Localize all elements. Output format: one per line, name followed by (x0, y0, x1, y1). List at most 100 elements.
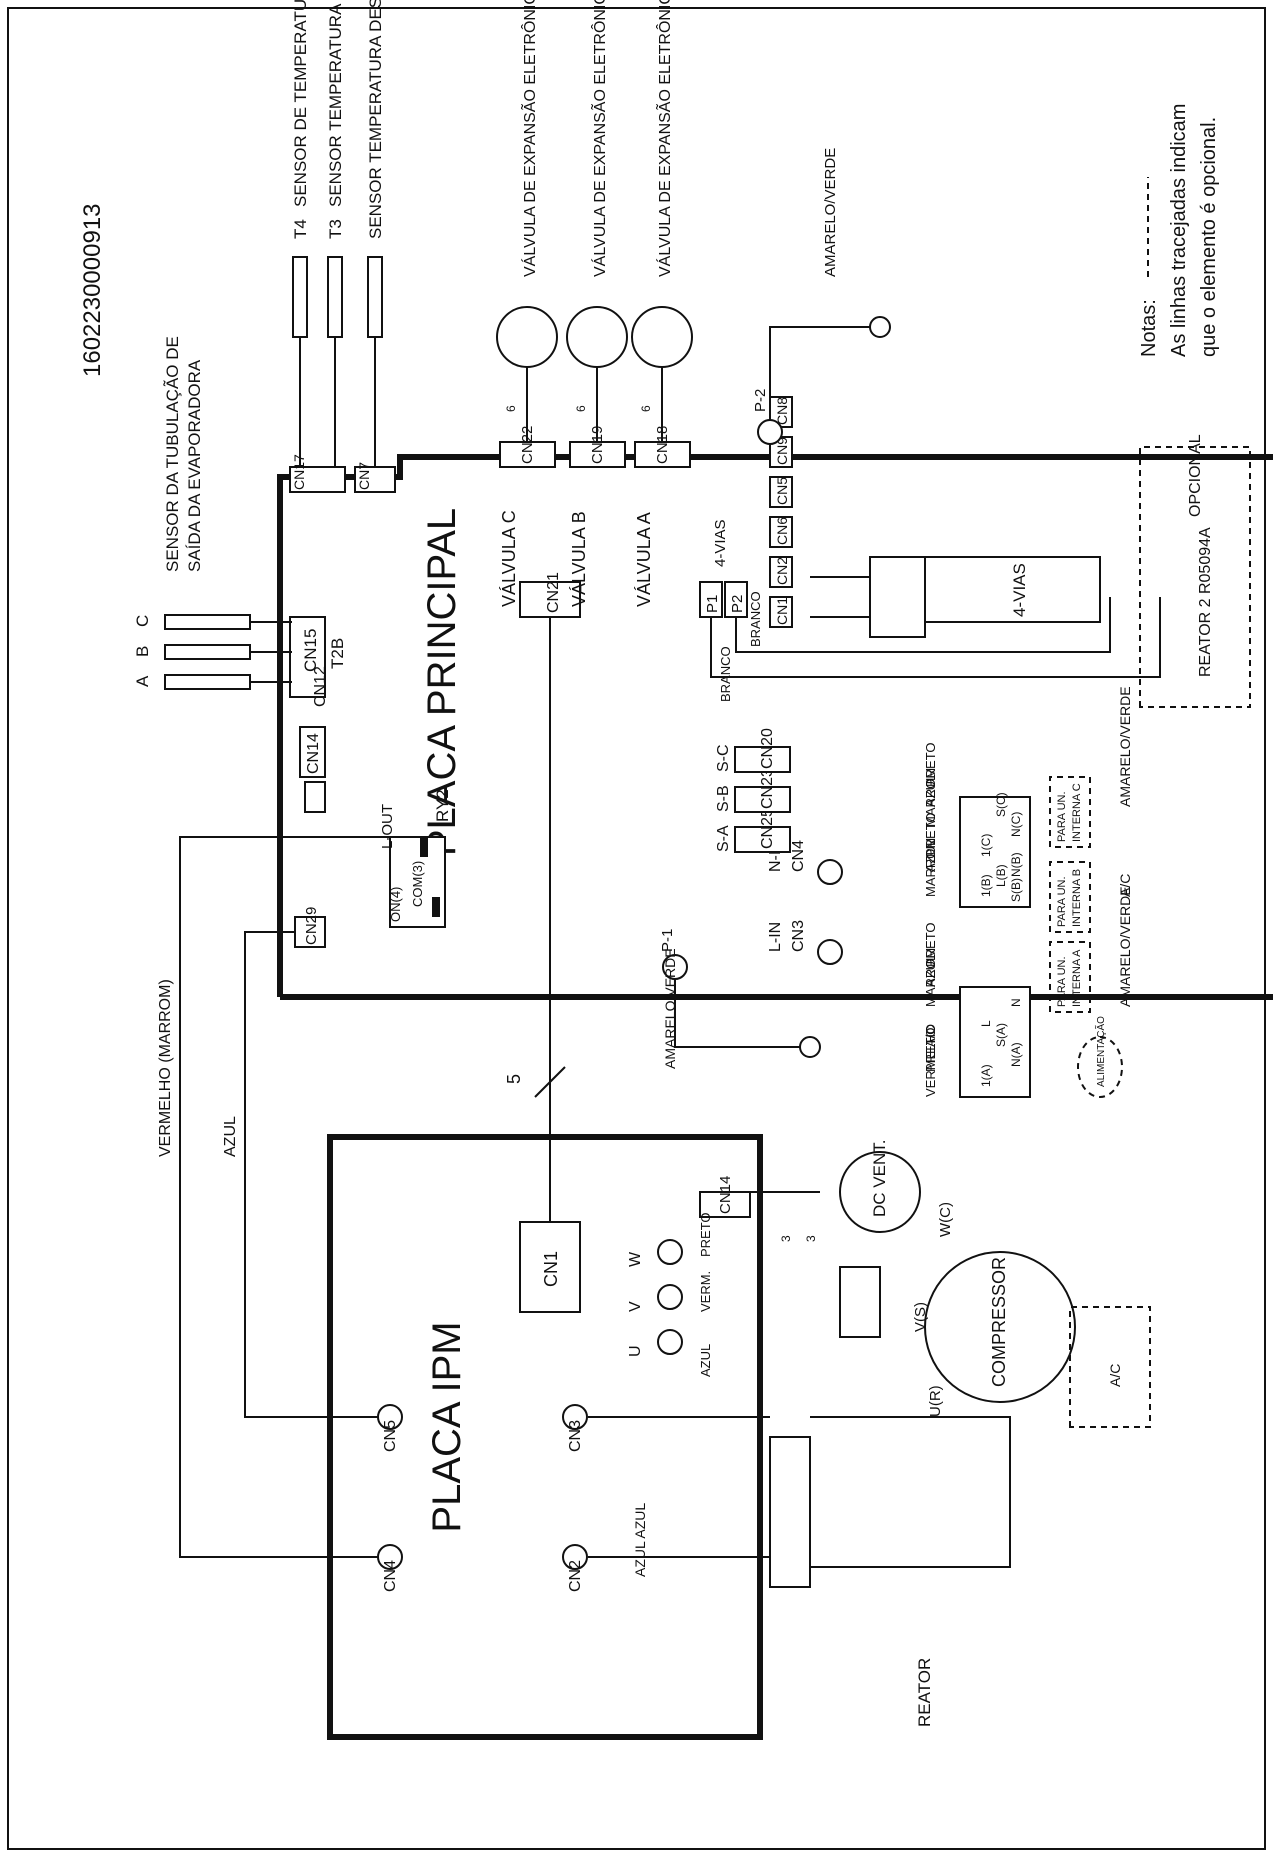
t2b-sensors: A B C (133, 614, 292, 690)
ipm-cn4-terminal (377, 1544, 403, 1570)
cn3-main-terminal (817, 939, 843, 965)
lower-amarelo-verde: AMARELO/VERDE (1117, 886, 1133, 1007)
cn17-label: CN17 (291, 454, 307, 490)
wire-label-marrom-3: MARROM (923, 948, 938, 1007)
ipm-preto-label: PRETO (698, 1212, 713, 1257)
ipm-cn5-terminal (377, 1404, 403, 1430)
compressor-u-label: U(R) (927, 1385, 944, 1417)
tb-lower-label-2: S(A) (994, 1023, 1008, 1047)
tb-upper-label-3: 1(B) (979, 874, 993, 897)
cn4-main-label: CN4 (790, 840, 807, 872)
valve-c-name: VÁLVULA C (499, 510, 519, 607)
ipm-board-outline (327, 1134, 763, 1740)
harness-wire-count: 5 (504, 1074, 524, 1084)
main-board-title: PLACA PRINCIPAL (420, 508, 464, 856)
tb-upper-label-5: S(B) (1009, 878, 1023, 902)
compressor-ac-label: A/C (1107, 1364, 1123, 1387)
t3-code: T3 (326, 219, 345, 239)
wire-label-preto-1: PRETO (923, 742, 938, 787)
document-id: 1602230000913 (79, 203, 106, 377)
cn29-label: CN29 (303, 907, 320, 945)
cn23-label: CN23 (759, 768, 776, 809)
dc-vent-motor (839, 1151, 921, 1233)
reator-loop (810, 1416, 1011, 1568)
upper-amarelo-verde: AMARELO/VERDE (1117, 686, 1133, 807)
valve-a-coil: VÁLVULA DE EXPANSÃO ELETRÔNICA (654, 0, 674, 277)
terminal-block-lower (959, 986, 1031, 1098)
ipm-cn3-label: CN3 (567, 1420, 584, 1452)
wire-label-azul-1: AZUL (923, 774, 938, 807)
tb-upper-label-1: N(C) (1009, 812, 1023, 837)
four-vias-connector (869, 556, 926, 638)
t2b-letter-b: B (133, 646, 152, 657)
ipm-board-title: PLACA IPM (425, 1321, 469, 1532)
t2b-code: T2B (328, 638, 347, 669)
cn23-connector (734, 786, 791, 813)
cn20-connector (734, 746, 791, 773)
wire-label-azul-3: AZUL (923, 954, 938, 987)
compressor-connector (839, 1266, 881, 1338)
ry2-label: RY2 (433, 789, 452, 822)
cn25-label: CN25 (759, 808, 776, 849)
dc-vent-label: DC VENT. (870, 1140, 889, 1217)
l-out-label: L-OUT (379, 804, 396, 849)
relay-contact-on (432, 897, 440, 917)
reator-label: REATOR (915, 1658, 934, 1727)
cn3-main-label: CN3 (790, 920, 807, 952)
cn12-label: CN12 (312, 666, 329, 707)
para-a-2: INTERNA A (1071, 949, 1083, 1007)
terminal-block-upper (959, 796, 1031, 908)
valve-b-connector: CN19 (589, 426, 606, 464)
opcional-label: OPCIONAL (1187, 434, 1204, 517)
right-connectors: CN1 CN2 CN6 CN5 CN9 CN8 (769, 396, 793, 628)
tb-lower-label-3: L (979, 1020, 993, 1027)
valve-b: CN19 VÁLVULA DE EXPANSÃO ELETRÔNICA VÁLV… (566, 0, 628, 607)
compressor (924, 1251, 1076, 1403)
p2-ground-wire (769, 326, 870, 420)
valve-c-connector: CN22 (519, 426, 536, 464)
upper-ac-label: A/C (1117, 874, 1133, 897)
valve-c: CN22 VÁLVULA DE EXPANSÃO ELETRÔNICA VÁLV… (496, 0, 558, 607)
ipm-v-terminal (657, 1284, 683, 1310)
tb-lower-label-0: 1(A) (979, 1064, 993, 1087)
on4-label: ON(4) (388, 887, 403, 922)
compressor-v-label: V(S) (912, 1302, 929, 1332)
vermelho-marrom-wire (179, 836, 400, 1558)
tb-upper-label-6: L(B) (994, 864, 1008, 887)
p2-ground-terminal (757, 419, 783, 445)
wire-label-ac: A/C (923, 1025, 938, 1047)
tb-upper-label-4: N(B) (1009, 852, 1023, 877)
ipm-cn14-label: CN14 (717, 1176, 734, 1214)
four-vias-label: 4-VIAS (1010, 563, 1029, 617)
azul-wire-label: AZUL (222, 1116, 239, 1157)
temperature-sensors (292, 256, 383, 467)
para-a-1: PARA UN. (1056, 956, 1068, 1007)
l-in-label: L-IN (767, 922, 784, 952)
four-vias-pin-label: 4-VIAS (712, 519, 729, 567)
para-c-1: PARA UN. (1056, 791, 1068, 842)
cn15-label: CN15 (301, 629, 320, 672)
valve-a-pins: 6 (639, 405, 653, 412)
p2-label: P2 (729, 595, 746, 613)
four-vias-loop (925, 556, 1101, 623)
ipm-cn3-terminal (562, 1404, 588, 1430)
verm-label: VERM. (698, 1271, 713, 1312)
para-b-2: INTERNA B (1071, 869, 1083, 927)
p1-ground-wire-label: AMARELO/VERDE (662, 948, 678, 1069)
p1-ground-wire (674, 979, 800, 1048)
branco-wire-1 (710, 597, 1161, 678)
cn20-label: CN20 (759, 728, 776, 769)
main-board-outline (277, 454, 1273, 1000)
valve-a: CN18 VÁLVULA DE EXPANSÃO ELETRÔNICA VÁLV… (631, 0, 693, 607)
notes-title: Notas: (1138, 299, 1160, 357)
valve-a-name: VÁLVULA A (634, 512, 654, 607)
ground-symbol-p2 (869, 316, 891, 338)
t4-code: T4 (291, 219, 310, 239)
alimentacao-label: ALIMENTAÇÃO (1094, 1016, 1107, 1087)
wire-label-preto-4: PRETO (923, 1027, 938, 1072)
wire-label-vermelho: VERMELHO (923, 1024, 938, 1097)
t4-label: SENSOR DE TEMPERATURA AMBIENTE (291, 0, 310, 207)
ipm-w-label: W (627, 1251, 644, 1267)
s-b-label: S-B (715, 785, 732, 812)
